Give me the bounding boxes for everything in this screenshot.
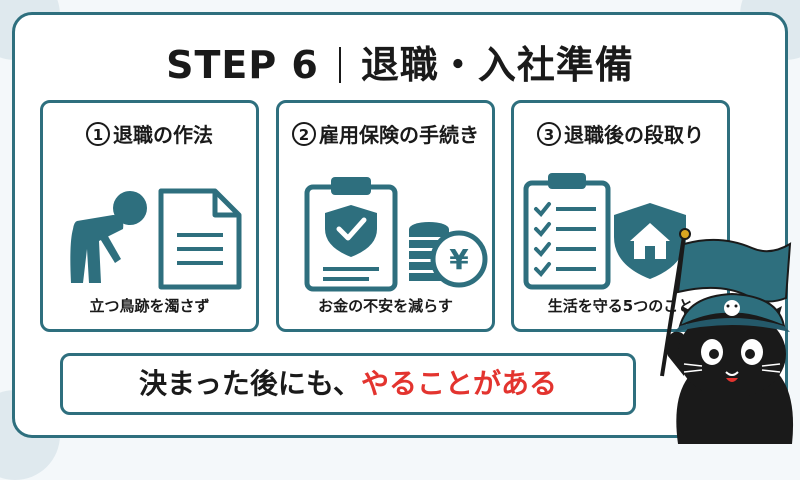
card-caption: 立つ鳥跡を濁さず [89,297,210,315]
step-label: STEP 6 [166,43,319,87]
step-topic: 退職・入社準備 [360,43,634,87]
clipboard-shield-coins-icon: ¥ [304,177,488,292]
cat-mascot-flag-icon [660,228,794,444]
card-caption: 生活を守る5つのこと [547,297,694,315]
summary-banner: 決まった後にも、やることがある [60,353,636,415]
checklist-house-shield-icon [523,173,686,290]
bowing-person-document-icon [70,188,242,290]
number-badge: 1 [86,122,110,146]
title-divider [338,47,341,83]
card-caption: お金の不安を減らす [318,297,453,315]
banner-text: 決まった後にも、 [138,367,362,400]
svg-text:¥: ¥ [449,243,469,276]
number-badge: 2 [292,122,316,146]
page-title: STEP 6 退職・入社準備 [0,34,800,89]
banner-highlight: やることがある [361,367,558,400]
card-label: 雇用保険の手続き [319,123,479,147]
number-badge: 3 [537,122,561,146]
card-label: 退職の作法 [113,123,213,147]
card-label: 退職後の段取り [564,123,704,147]
